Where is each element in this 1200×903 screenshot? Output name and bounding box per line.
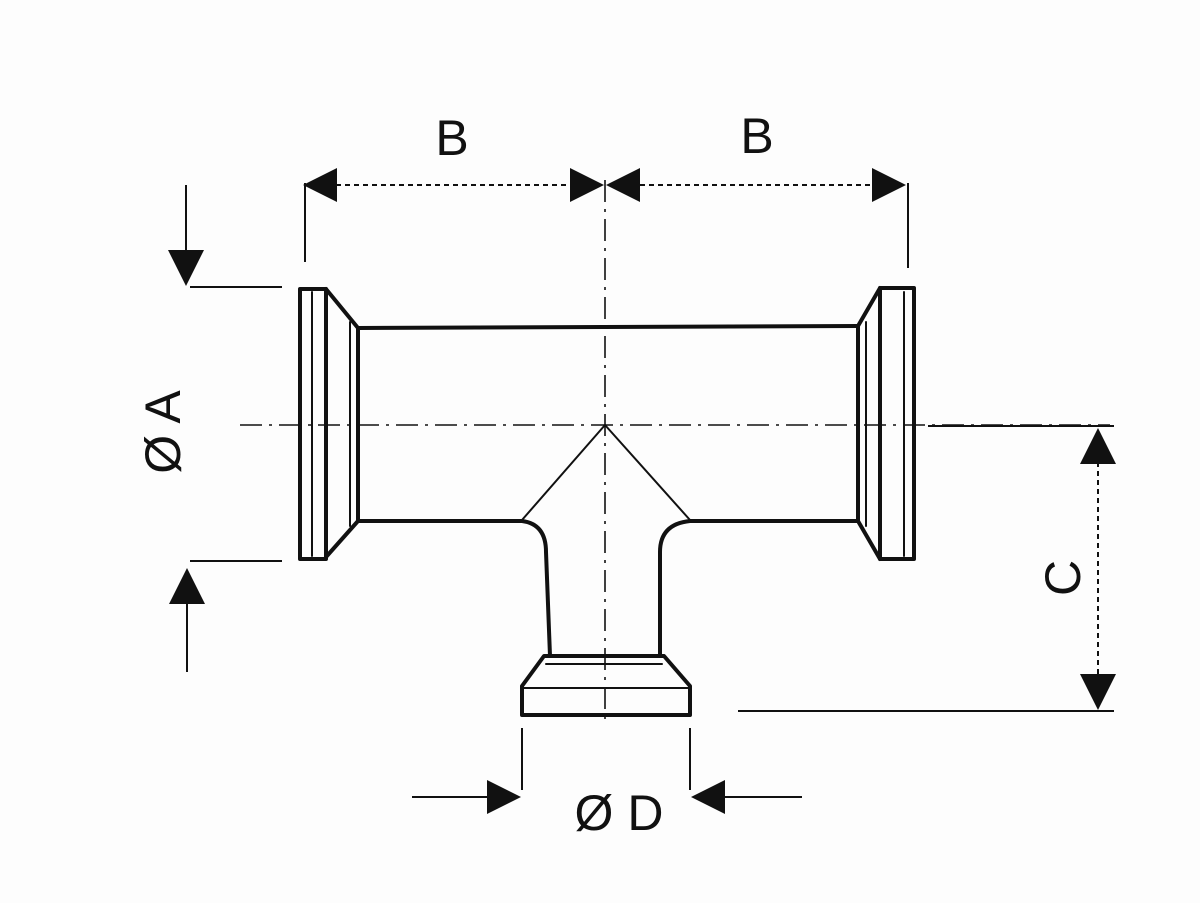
tee-body <box>356 324 860 658</box>
arrow-c-top <box>1080 428 1116 464</box>
arrow-b-left-start <box>303 168 337 202</box>
label-dia-d: Ø D <box>575 785 664 841</box>
dimension-d <box>412 728 802 814</box>
arrow-b-left-end <box>570 168 604 202</box>
label-b-right: B <box>740 108 773 164</box>
label-b-left: B <box>435 110 468 166</box>
right-ferrule <box>856 286 916 561</box>
branch-diagonal-right <box>604 424 691 521</box>
arrow-a-top <box>168 250 204 286</box>
arrow-b-right-end <box>872 168 906 202</box>
arrow-a-bottom <box>169 568 205 604</box>
arrow-b-right-start <box>606 168 640 202</box>
arrow-c-bottom <box>1080 674 1116 710</box>
branch-diagonal-left <box>521 424 606 521</box>
label-c: C <box>1035 560 1091 596</box>
arrow-d-right <box>691 780 725 814</box>
label-dia-a: Ø A <box>135 390 191 474</box>
dimension-b <box>303 168 909 268</box>
dimension-a <box>168 185 282 672</box>
dimension-c <box>738 425 1116 712</box>
bottom-ferrule <box>520 654 692 717</box>
left-ferrule <box>298 287 360 561</box>
arrow-d-left <box>487 780 521 814</box>
